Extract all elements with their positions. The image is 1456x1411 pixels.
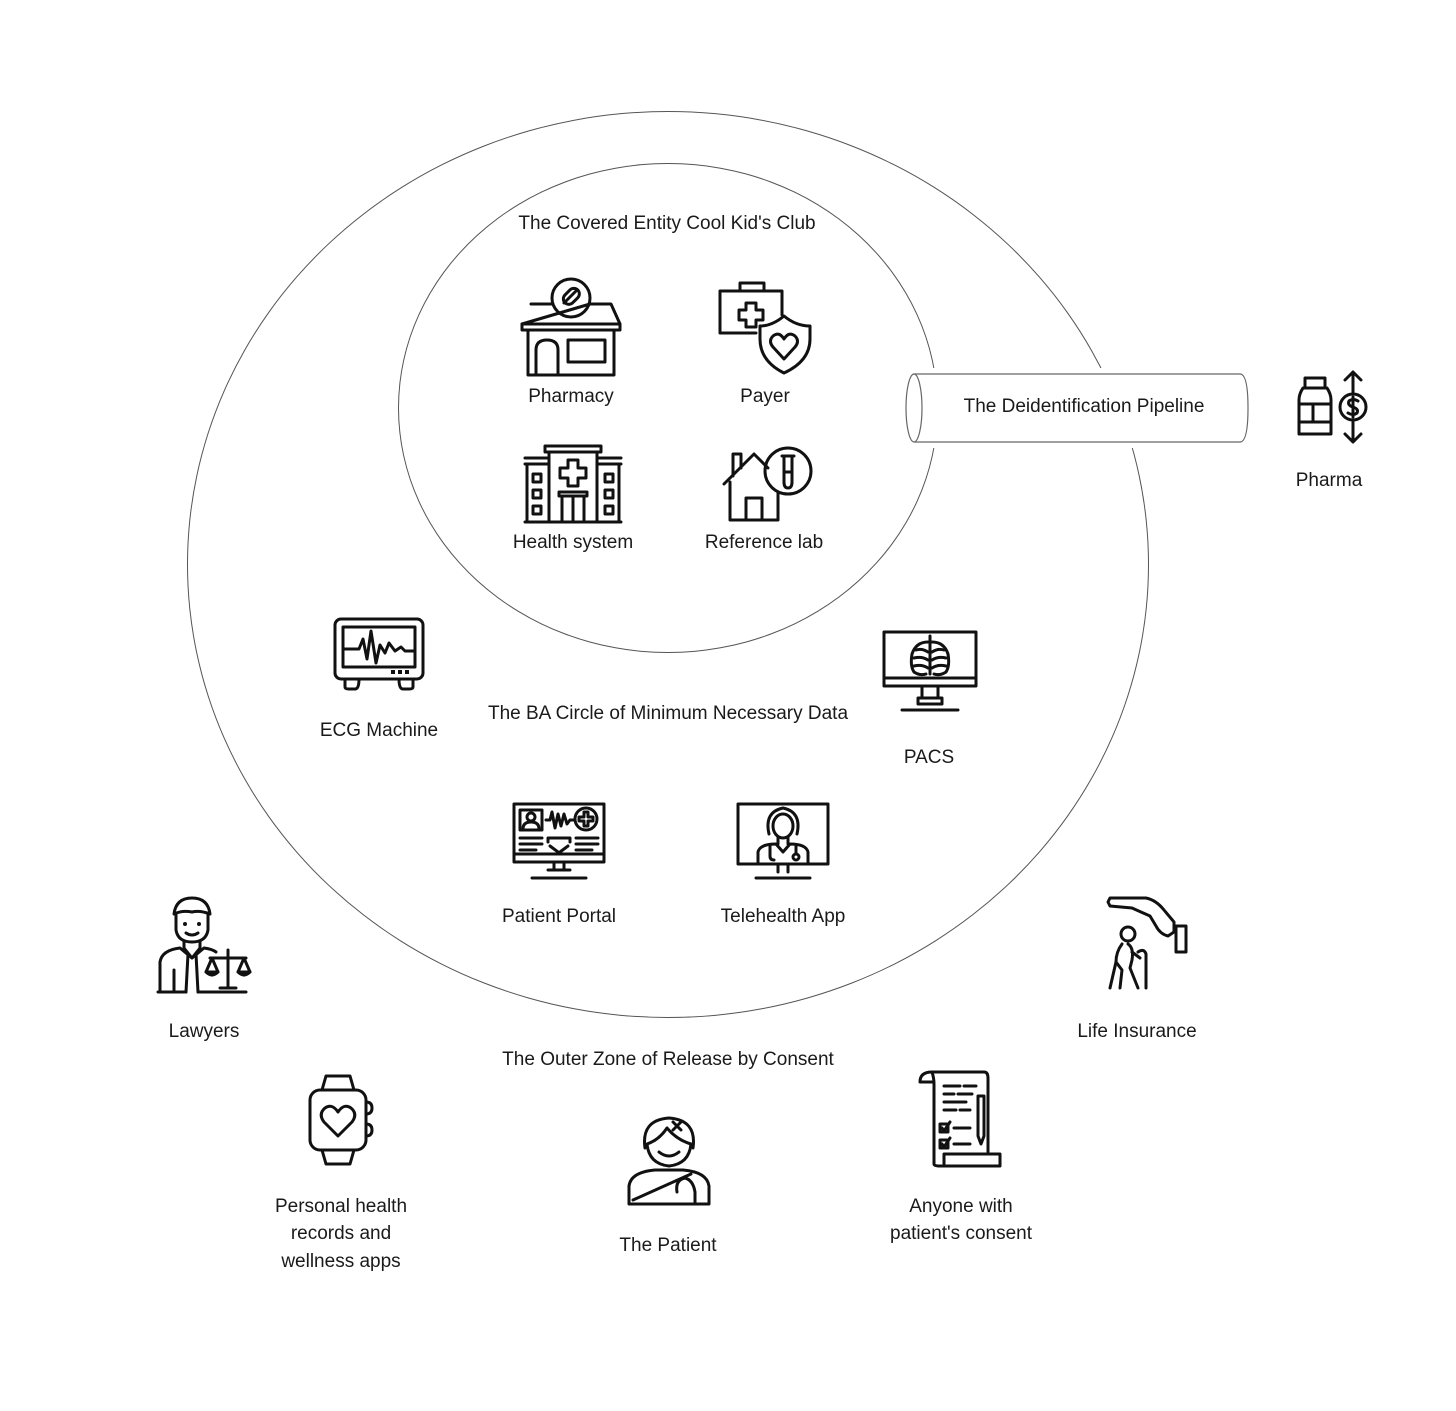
pharma-label: Pharma bbox=[1295, 470, 1363, 491]
phr-label-line1: Personal health bbox=[274, 1196, 408, 1217]
consent-label-line1: Anyone with bbox=[909, 1196, 1013, 1217]
life-insurance-icon bbox=[1104, 896, 1190, 997]
ecg-monitor-icon bbox=[333, 617, 425, 696]
inner-zone-title: The Covered Entity Cool Kid's Club bbox=[518, 213, 816, 234]
payer-label: Payer bbox=[740, 386, 790, 407]
lawyers-label: Lawyers bbox=[168, 1021, 240, 1042]
pharmacy-label: Pharmacy bbox=[528, 386, 614, 407]
deidentification-pipeline bbox=[900, 368, 1256, 448]
xray-monitor-icon bbox=[882, 630, 978, 719]
insurance-kit-shield-icon bbox=[716, 279, 816, 380]
patient-label: The Patient bbox=[619, 1235, 717, 1256]
middle-zone-title: The BA Circle of Minimum Necessary Data bbox=[487, 703, 849, 724]
outer-zone-title: The Outer Zone of Release by Consent bbox=[502, 1049, 834, 1070]
smartwatch-heart-icon bbox=[306, 1074, 376, 1171]
doctor-monitor-icon bbox=[736, 802, 830, 885]
health-system-label: Health system bbox=[512, 532, 634, 553]
hospital-icon bbox=[523, 444, 623, 529]
lab-house-icon bbox=[720, 446, 816, 527]
outer-ba-circle bbox=[187, 111, 1149, 1018]
pharmacy-store-icon bbox=[518, 274, 624, 383]
telehealth-label: Telehealth App bbox=[720, 906, 846, 927]
patient-icon bbox=[627, 1114, 711, 1211]
phr-label-line2: records and bbox=[290, 1223, 392, 1244]
consent-label-line2: patient's consent bbox=[890, 1223, 1032, 1244]
reference-lab-label: Reference lab bbox=[704, 532, 824, 553]
phr-label-line3: wellness apps bbox=[281, 1251, 401, 1272]
ecg-label: ECG Machine bbox=[319, 720, 439, 741]
pipeline-label: The Deidentification Pipeline bbox=[963, 396, 1205, 417]
lawyer-icon bbox=[156, 896, 254, 999]
patient-portal-label: Patient Portal bbox=[501, 906, 617, 927]
pharma-vial-dollar-icon bbox=[1297, 370, 1369, 451]
life-insurance-label: Life Insurance bbox=[1077, 1021, 1197, 1042]
pacs-label: PACS bbox=[903, 747, 955, 768]
portal-monitor-icon bbox=[512, 802, 606, 885]
consent-scroll-icon bbox=[918, 1070, 1004, 1173]
